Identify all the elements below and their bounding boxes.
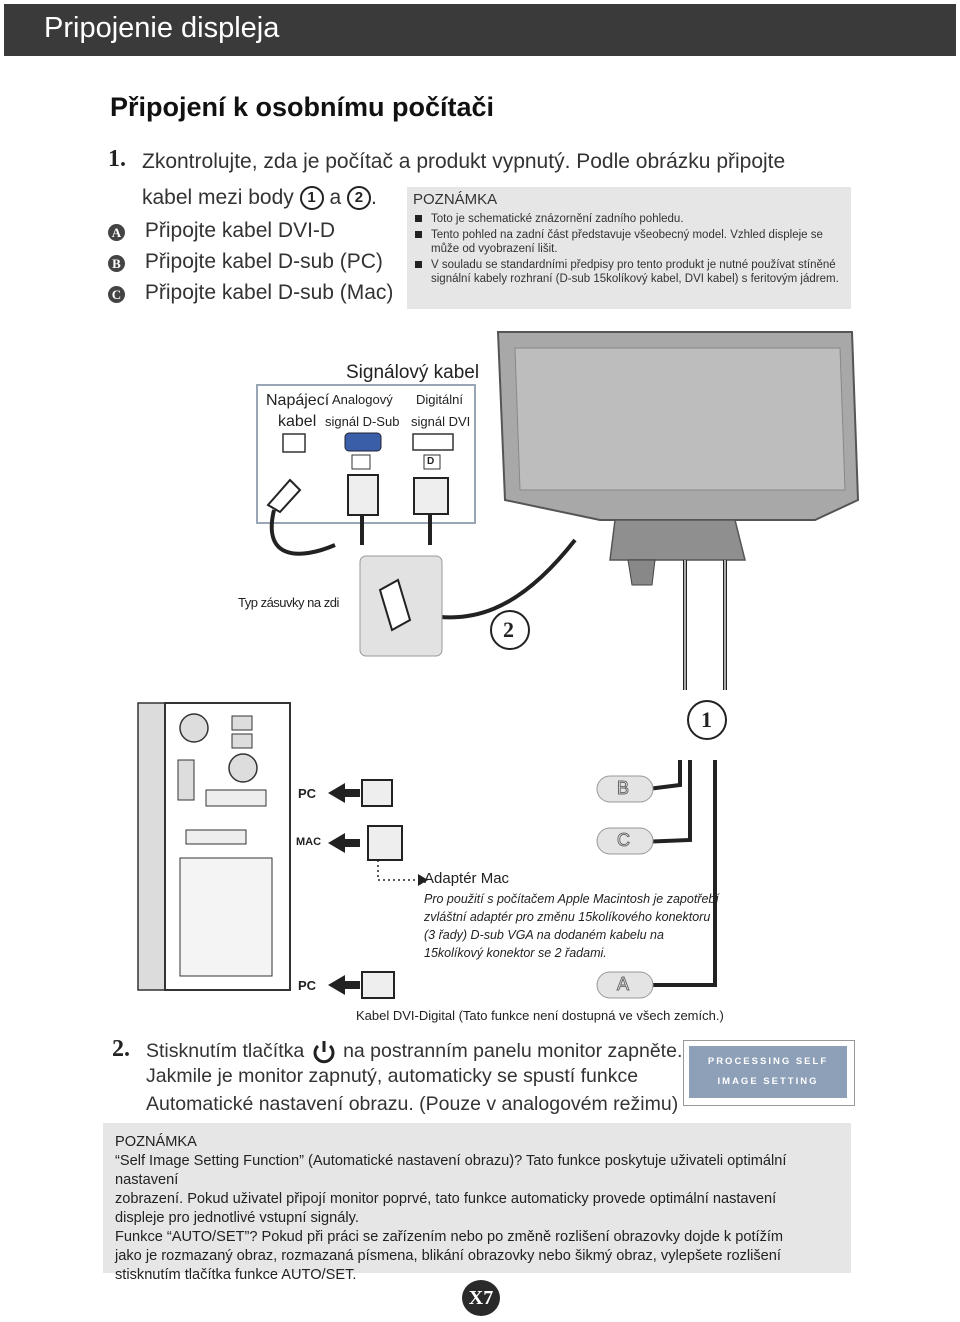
osd-line-2: IMAGE SETTING (717, 1076, 819, 1087)
point-1-number: 1 (701, 707, 712, 732)
power-cable-label-1: Napájecí (266, 392, 330, 409)
digital-label-2: signál DVI (411, 414, 471, 429)
note-1-title: POZNÁMKA (413, 191, 498, 208)
outlet-type-label: Typ zásuvky na zdi (238, 595, 339, 610)
option-b: B Připojte kabel D-sub (PC) (108, 246, 393, 277)
note-2-line: stisknutím tlačítka funkce AUTO/SET. (115, 1267, 357, 1283)
note-2-content: POZNÁMKA “Self Image Setting Function” (… (103, 1123, 851, 1285)
step-1-line-2: kabel mezi body 1 a 2. (142, 182, 377, 213)
note-1-item: Tento pohled na zadní část představuje v… (411, 228, 845, 256)
option-a-text: Připojte kabel DVI-D (144, 219, 336, 242)
step-1-number: 1. (108, 146, 126, 172)
analog-label-2: signál D-Sub (325, 414, 400, 429)
bullet-icon (415, 231, 422, 238)
page-number: X7 (462, 1280, 500, 1316)
point-2-circle (490, 610, 530, 650)
header-bar (4, 4, 956, 56)
cable-c-badge (596, 827, 654, 855)
port-detail-panel (256, 384, 476, 524)
bullet-icon (415, 261, 422, 268)
page-header-title: Pripojenie displeja (44, 12, 280, 44)
osd-message: PROCESSING SELF IMAGE SETTING (689, 1046, 847, 1098)
wall-outlet-illustration (359, 555, 443, 657)
point-2-marker: 2 (346, 186, 371, 211)
step-2-line-3: Automatické nastavení obrazu. (Pouze v a… (146, 1093, 679, 1115)
note-2-line: zobrazení. Pokud uživatel připojí monito… (115, 1191, 777, 1207)
option-b-badge: B (108, 255, 125, 272)
adapter-text: Pro použití s počítačem Apple Macintosh … (424, 892, 719, 960)
step-2-line-1: Stisknutím tlačítka na postranním panelu… (146, 1036, 682, 1067)
signal-cable-label: Signálový kabel (346, 362, 480, 383)
pc-label-2: PC (298, 978, 317, 993)
option-a-badge: A (108, 224, 125, 241)
digital-label-1: Digitální (416, 392, 463, 407)
step-2-number: 2. (112, 1036, 130, 1062)
point-1-marker: 1 (299, 186, 324, 211)
monitor-back-illustration (496, 331, 860, 586)
analog-label-1: Analogový (332, 392, 393, 407)
cable-a-label: A (616, 974, 630, 995)
point-1-circle (687, 700, 727, 740)
power-button-icon (313, 1040, 335, 1064)
step-2-line-2: Jakmile je monitor zapnutý, automaticky … (146, 1065, 639, 1087)
cable-c-label: C (617, 830, 631, 851)
osd-line-1: PROCESSING SELF (707, 1056, 829, 1067)
arrow-icons (328, 783, 360, 995)
step-1-period: . (370, 186, 377, 209)
section-title: Připojení k osobnímu počítači (110, 92, 495, 122)
option-a: A Připojte kabel DVI-D (108, 215, 393, 246)
note-2-line: “Self Image Setting Function” (Automatic… (115, 1153, 787, 1188)
power-cable-label-2: kabel (278, 413, 317, 430)
dvi-port-letter: D (427, 456, 435, 467)
cable-b-label: B (616, 778, 630, 799)
note-box-2: POZNÁMKA “Self Image Setting Function” (… (103, 1123, 851, 1283)
cable-a-badge (596, 971, 654, 999)
note-1-item: V souladu se standardními předpisy pro t… (411, 258, 845, 286)
adapter-title: Adaptér Mac (424, 870, 510, 887)
mac-label: MAC (296, 836, 322, 848)
adapter-pointer (377, 860, 418, 881)
option-list: A Připojte kabel DVI-D B Připojte kabel … (108, 215, 393, 308)
point-2-number: 2 (503, 617, 514, 642)
step-1-and: a (329, 186, 342, 209)
bullet-icon (415, 215, 422, 222)
note-1-item-text: Toto je schematické znázornění zadního p… (431, 213, 684, 225)
computer-illustration (137, 702, 291, 991)
step-2-line-1a: Stisknutím tlačítka (146, 1040, 305, 1062)
step-1-line-1: Zkontrolujte, zda je počítač a produkt v… (142, 150, 786, 173)
dvi-cable-note: Kabel DVI-Digital (Tato funkce není dost… (356, 1008, 724, 1023)
step-2-line-1b: na postranním panelu monitor zapněte. (343, 1040, 683, 1062)
connector-icons (361, 779, 403, 999)
note-2-line: jako je rozmazaný obraz, rozmazaná písme… (115, 1248, 781, 1264)
option-c-badge: C (108, 286, 125, 303)
step-1-line-2-prefix: kabel mezi body (142, 186, 294, 209)
option-b-text: Připojte kabel D-sub (PC) (144, 250, 383, 273)
note-box-1: POZNÁMKA Toto je schematické znázornění … (407, 187, 851, 309)
note-1-item: Toto je schematické znázornění zadního p… (411, 212, 845, 226)
cable-b-badge (596, 775, 654, 803)
note-1-item-text: V souladu se standardními předpisy pro t… (431, 259, 839, 285)
option-c: C Připojte kabel D-sub (Mac) (108, 277, 393, 308)
option-c-text: Připojte kabel D-sub (Mac) (144, 281, 394, 304)
note-1-item-text: Tento pohled na zadní část představuje v… (431, 229, 823, 255)
pc-label-1: PC (298, 786, 317, 801)
note-2-line: displeje pro jednotlivé vstupní signály. (115, 1210, 359, 1226)
note-2-line: Funkce “AUTO/SET”? Pokud při práci se za… (115, 1229, 784, 1245)
note-2-title: POZNÁMKA (115, 1134, 197, 1150)
